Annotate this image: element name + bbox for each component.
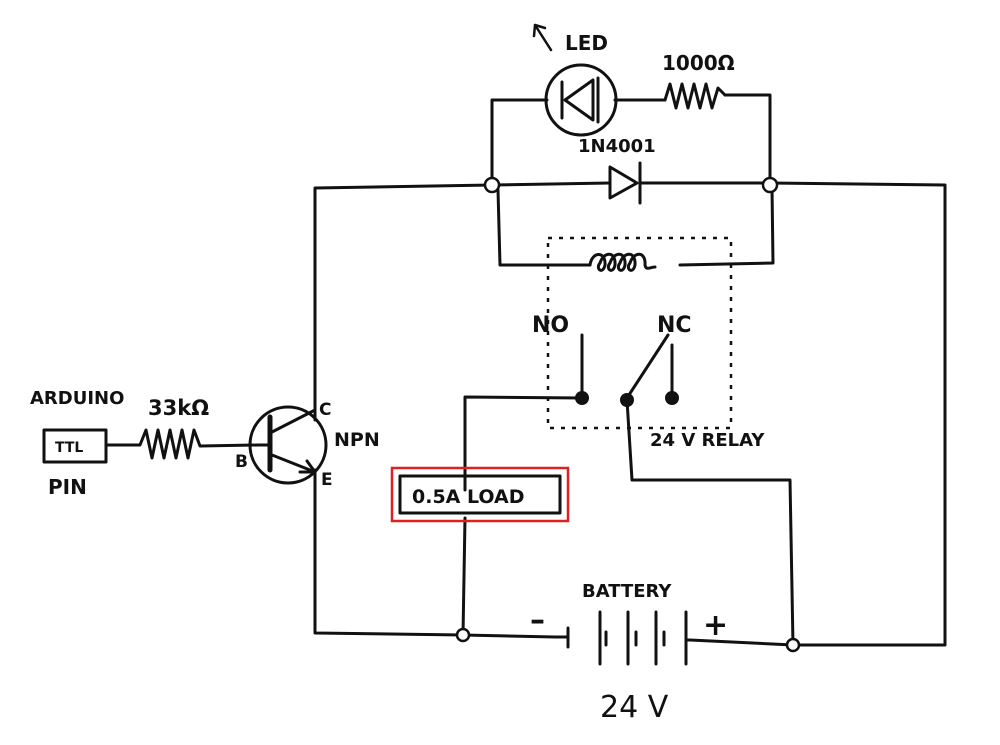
- ttl-pin-box: [42, 428, 108, 464]
- wire-led-branch-right: [723, 93, 772, 185]
- diode-1n4001: [608, 161, 642, 205]
- label-24v: 24 V: [600, 690, 669, 725]
- wires: [313, 93, 947, 647]
- wire-coil-left: [496, 188, 592, 267]
- wire-battery-plus-to-node: [688, 638, 795, 647]
- label-1n4001: 1N4001: [578, 136, 656, 157]
- load-highlight: [390, 466, 570, 523]
- wire-coil-right: [678, 186, 775, 267]
- load-box: [398, 474, 562, 515]
- junctions: [455, 176, 801, 653]
- label-1000-ohm: 1000Ω: [662, 51, 735, 75]
- label-battery: BATTERY: [582, 581, 672, 602]
- npn-transistor: [248, 398, 328, 485]
- label-emitter: E: [321, 470, 333, 490]
- wire-no-contact-to-load: [463, 333, 584, 492]
- junction-battery-plus: [785, 637, 801, 653]
- wire-common-to-battery-plus: [625, 398, 795, 647]
- label-arduino: ARDUINO: [30, 388, 124, 409]
- junction-ground: [455, 627, 471, 643]
- contact-no: [575, 391, 589, 405]
- led: [532, 23, 618, 137]
- relay-contacts: [575, 391, 679, 407]
- junction-top-right: [761, 176, 779, 194]
- resistor-1000-ohm: [663, 82, 727, 110]
- wire-diode-left: [490, 181, 612, 187]
- led-arrow-icon: [532, 23, 553, 52]
- label-33k: 33kΩ: [148, 396, 209, 420]
- label-npn: NPN: [334, 429, 380, 451]
- label-base: B: [235, 452, 248, 472]
- relay-box: [546, 236, 733, 430]
- label-load: 0.5A LOAD: [412, 486, 525, 508]
- relay-coil: [588, 252, 657, 272]
- wire-load-to-ground: [461, 516, 467, 637]
- wire-led-branch-left: [490, 98, 549, 187]
- label-ttl: TTL: [55, 440, 83, 456]
- wire-emitter-to-ground: [313, 468, 465, 637]
- wire-right-rail: [768, 181, 947, 647]
- contact-common: [620, 393, 634, 407]
- label-led: LED: [565, 31, 608, 55]
- wire-collector-to-coil: [313, 183, 494, 422]
- junction-top-left: [483, 176, 501, 194]
- label-pin: PIN: [48, 475, 87, 499]
- resistor-33k: [104, 428, 260, 460]
- relay-switch-arm: [625, 333, 670, 400]
- label-collector: C: [319, 400, 331, 420]
- wire-ground-to-battery-minus: [461, 633, 557, 639]
- label-nc: NC: [657, 313, 692, 338]
- label-relay: 24 V RELAY: [650, 430, 765, 451]
- label-plus: +: [703, 608, 728, 643]
- contact-nc: [665, 391, 679, 405]
- battery: [553, 610, 692, 666]
- label-minus: –: [530, 603, 545, 638]
- label-no: NO: [532, 313, 569, 338]
